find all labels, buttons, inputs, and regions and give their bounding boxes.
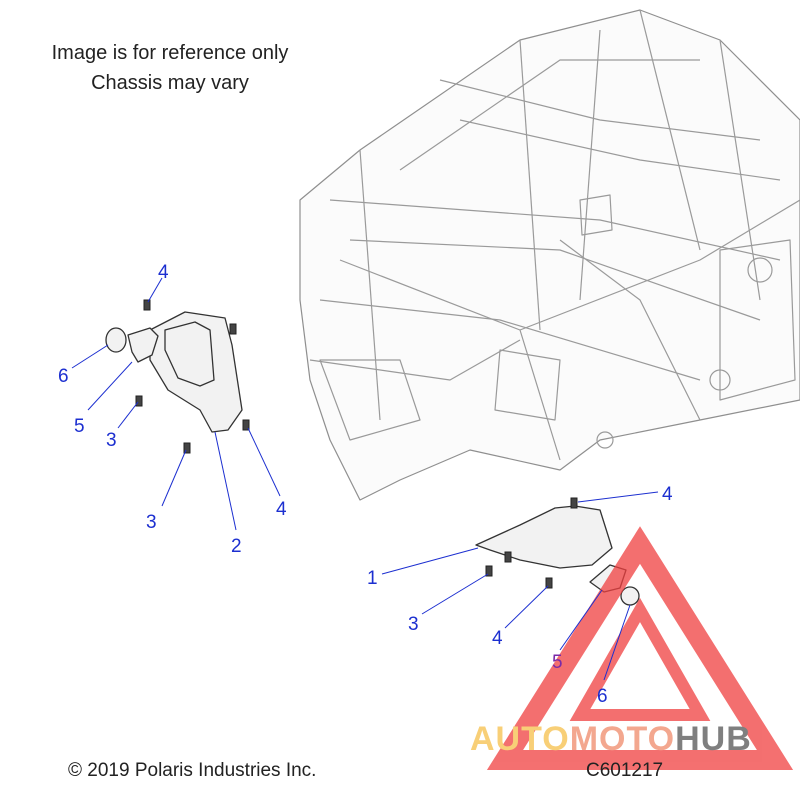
chassis-frame bbox=[299, 9, 800, 501]
leader-right-6 bbox=[603, 604, 631, 681]
left-boot-ring bbox=[127, 327, 159, 363]
leader-left-4-top bbox=[147, 277, 163, 303]
right-fastener-4-lower bbox=[545, 577, 553, 589]
callout-right-4-lower: 4 bbox=[492, 628, 503, 649]
right-fastener-4-top bbox=[570, 497, 578, 509]
leader-left-5 bbox=[87, 361, 133, 411]
watermark-text-auto: AUTO bbox=[470, 720, 570, 758]
leader-left-3-lower bbox=[161, 449, 187, 507]
left-fastener-3-upper bbox=[135, 395, 143, 407]
leader-right-1 bbox=[381, 547, 479, 575]
callout-left-5: 5 bbox=[74, 416, 85, 437]
leader-right-5 bbox=[559, 589, 603, 651]
callout-left-6: 6 bbox=[58, 366, 69, 387]
left-fastener-4-lower bbox=[242, 419, 250, 431]
leader-left-2 bbox=[214, 431, 237, 531]
leader-right-4-lower bbox=[504, 585, 549, 629]
callout-right-3: 3 bbox=[408, 614, 419, 635]
callout-left-4-lower: 4 bbox=[276, 499, 287, 520]
watermark-triangle bbox=[486, 526, 794, 770]
right-fastener-extra bbox=[504, 551, 512, 563]
copyright-text: © 2019 Polaris Industries Inc. bbox=[68, 760, 317, 781]
callout-left-4-top: 4 bbox=[158, 262, 169, 283]
callout-left-3-upper: 3 bbox=[106, 430, 117, 451]
right-shield-panel bbox=[475, 505, 613, 569]
left-grommet bbox=[105, 327, 127, 353]
callout-left-3-lower: 3 bbox=[146, 512, 157, 533]
callout-right-5: 5 bbox=[552, 652, 563, 673]
callout-right-1: 1 bbox=[367, 568, 378, 589]
drawing-number: C601217 bbox=[586, 760, 664, 781]
left-shield-window bbox=[164, 321, 215, 387]
callouts: 4 6 5 3 3 2 4 4 1 3 4 5 6 bbox=[58, 262, 673, 707]
leader-right-4-top bbox=[577, 491, 659, 503]
watermark: AUTOMOTOHUB bbox=[470, 526, 794, 770]
chassis-note: Chassis may vary bbox=[91, 72, 249, 94]
left-fastener-extra bbox=[229, 323, 237, 335]
reference-note: Image is for reference only bbox=[51, 42, 289, 64]
svg-text:AUTOMOTOHUB: AUTOMOTOHUB bbox=[470, 720, 752, 758]
callout-left-2: 2 bbox=[231, 536, 242, 557]
left-shield-assembly bbox=[105, 299, 250, 454]
leader-left-3-upper bbox=[117, 401, 139, 429]
leader-right-3 bbox=[421, 573, 489, 615]
callout-right-6: 6 bbox=[597, 686, 608, 707]
leader-left-6 bbox=[71, 344, 109, 369]
leader-left-4-lower bbox=[247, 427, 281, 497]
callout-right-4-top: 4 bbox=[662, 484, 673, 505]
right-fastener-3 bbox=[485, 565, 493, 577]
watermark-text-hub: HUB bbox=[675, 720, 752, 758]
watermark-text-moto: MOTO bbox=[570, 720, 675, 758]
left-fastener-4-top bbox=[143, 299, 151, 311]
left-fastener-3-lower bbox=[183, 442, 191, 454]
leader-lines bbox=[71, 277, 659, 681]
